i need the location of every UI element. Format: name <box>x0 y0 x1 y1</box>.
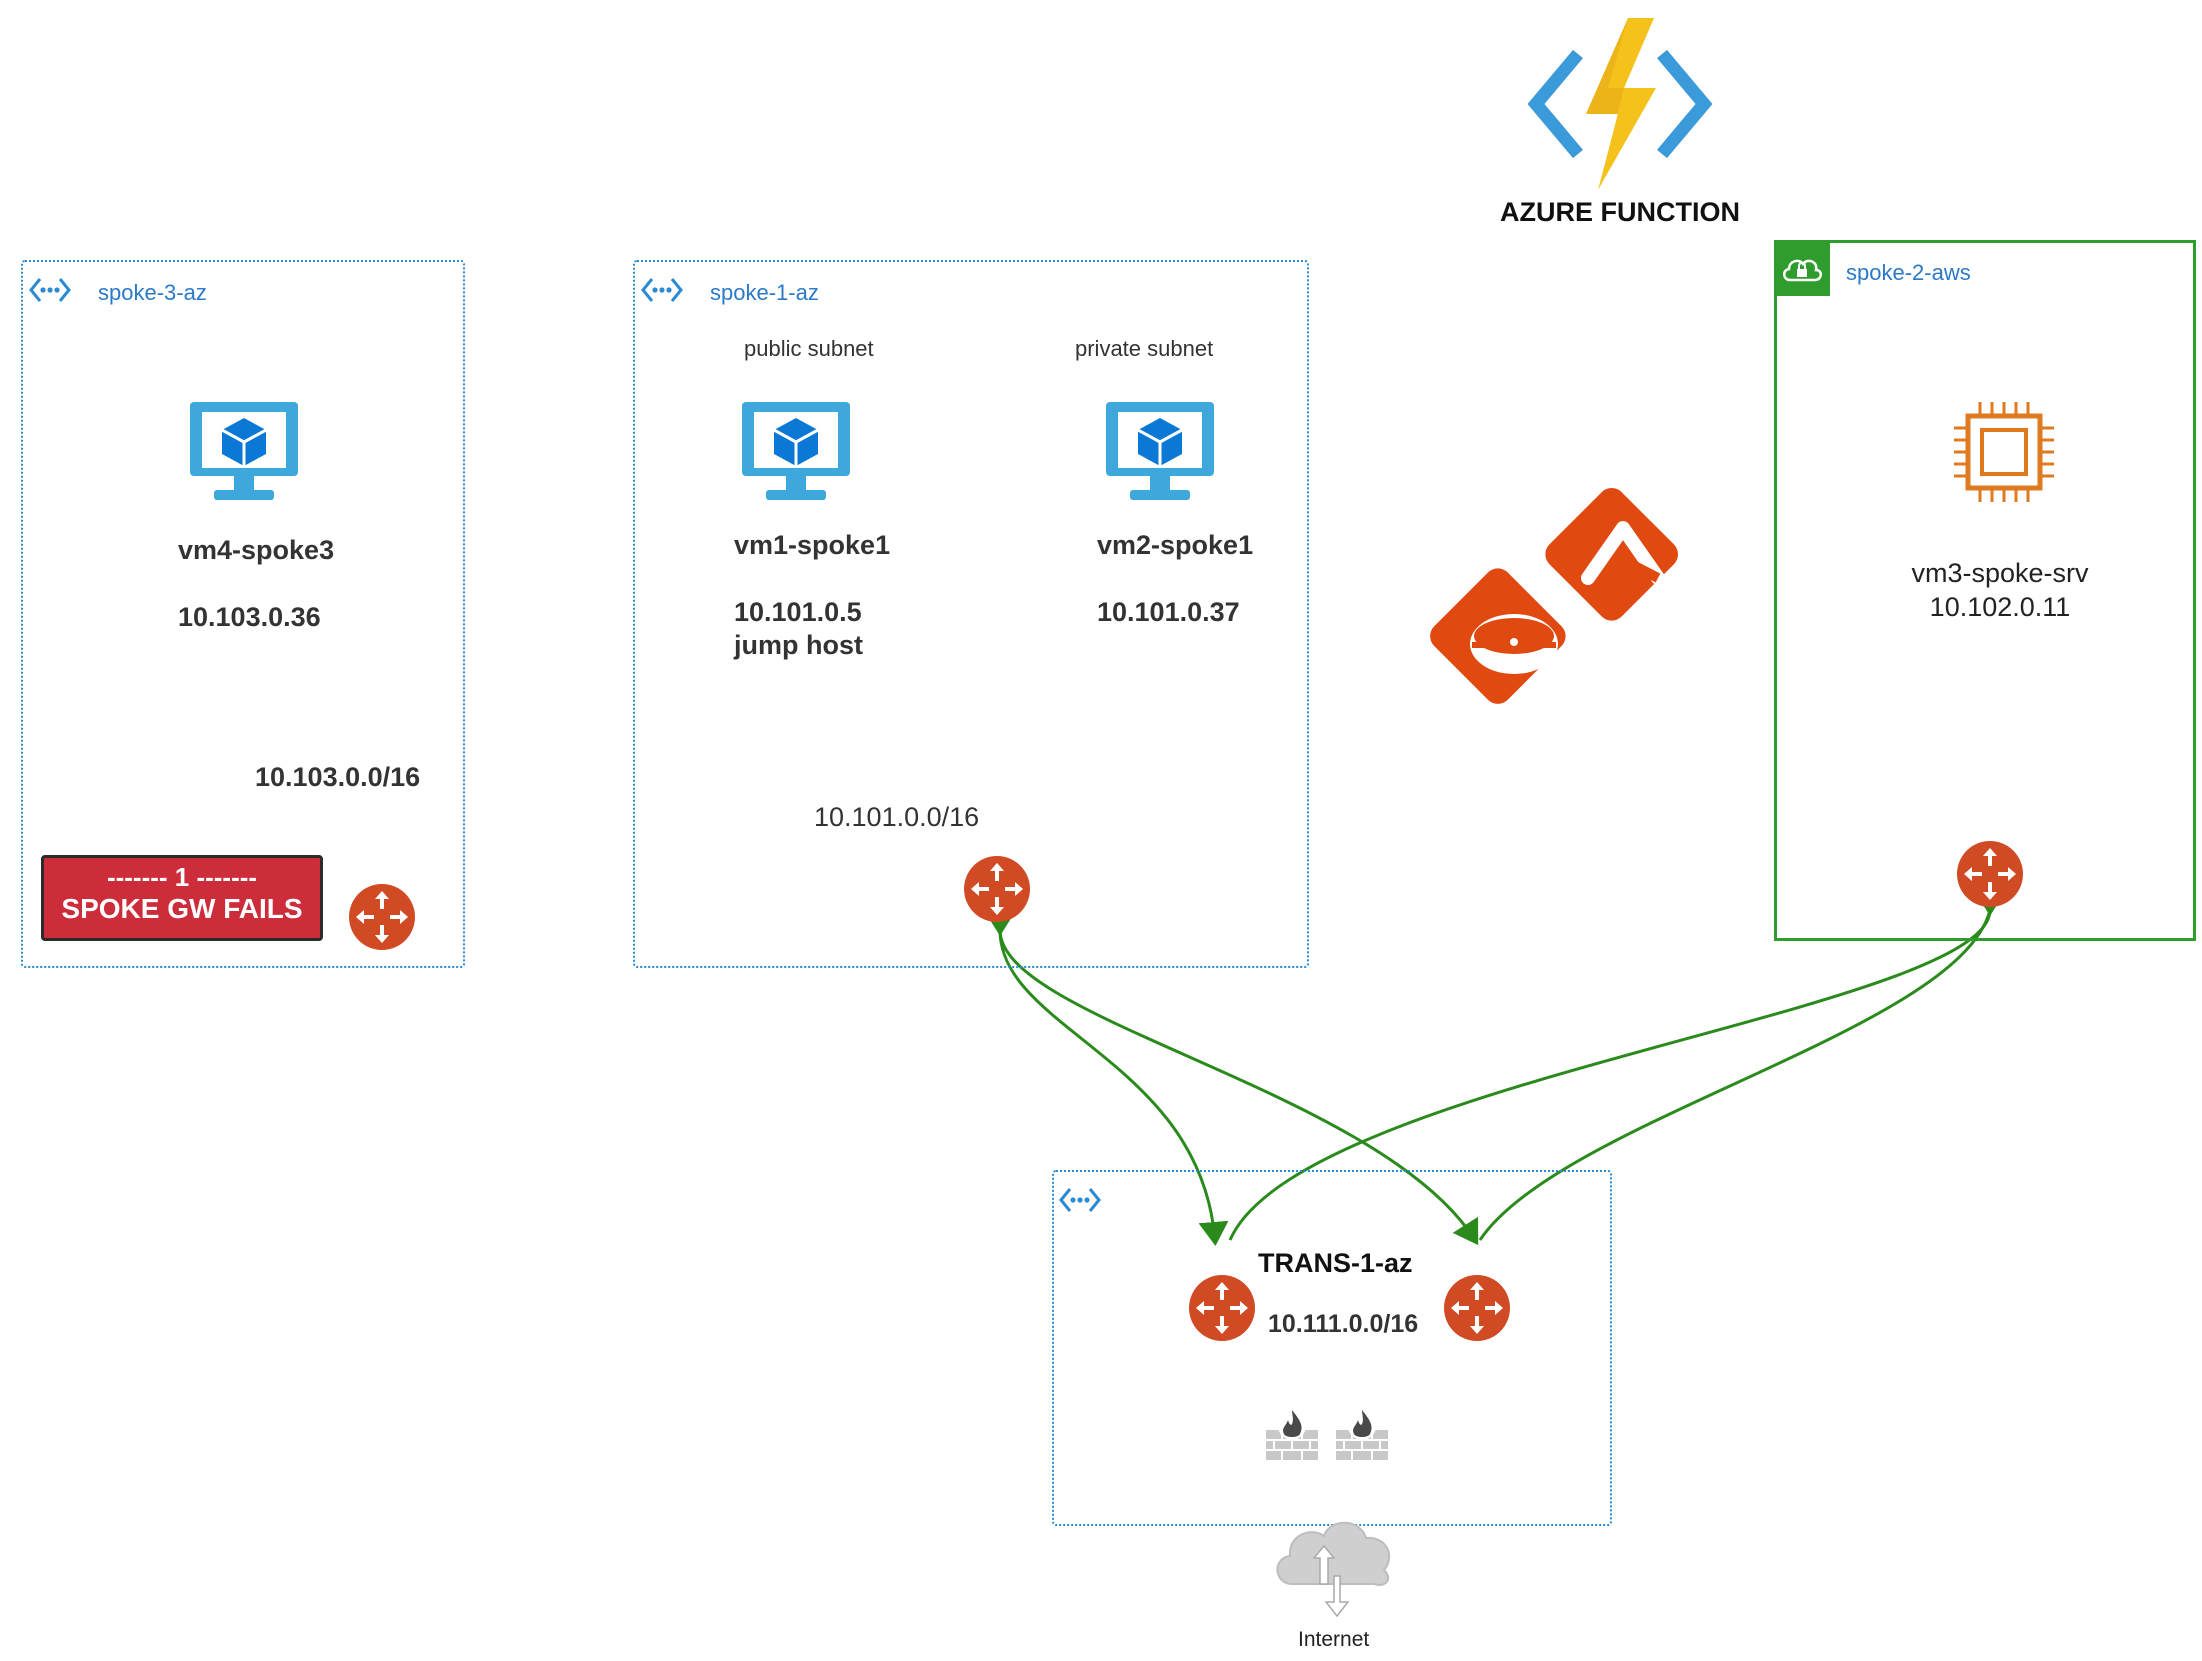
vnet-icon <box>641 278 683 302</box>
link-spoke2-trans-gw1 <box>1228 891 2006 1241</box>
azure-function-label: AZURE FUNCTION <box>1500 197 1740 227</box>
gateway-icon-transit-2[interactable] <box>1443 1274 1511 1342</box>
vpc-spoke-2-aws <box>1774 240 2196 941</box>
vm-name-vm4: vm4-spoke3 <box>178 535 335 565</box>
internet-label: Internet <box>1298 1628 1370 1651</box>
alert-step-number: ------- 1 ------- <box>106 862 258 892</box>
vnet-icon <box>29 278 71 302</box>
gateway-icon-spoke-1[interactable] <box>963 855 1031 923</box>
firewall-icon <box>1336 1410 1388 1460</box>
alert-message: SPOKE GW FAILS <box>61 893 303 924</box>
transit-name: TRANS-1-az <box>1258 1248 1413 1278</box>
vnet-spoke-3-az <box>21 260 465 968</box>
cidr-transit: 10.111.0.0/16 <box>1268 1310 1419 1338</box>
public-subnet-label: public subnet <box>744 336 874 361</box>
internet-cloud-icon <box>1276 1521 1391 1618</box>
vpc-label-spoke-2: spoke-2-aws <box>1846 260 1971 285</box>
link-spoke2-trans-gw2 <box>1478 909 1992 1241</box>
vm-ip-vm2: 10.101.0.37 <box>1097 597 1240 627</box>
vnet-label-spoke-1: spoke-1-az <box>710 280 819 305</box>
vnet-trans-1-az <box>1052 1170 1612 1526</box>
vnet-label-spoke-3: spoke-3-az <box>98 280 207 305</box>
vm-ip-vm4: 10.103.0.36 <box>178 602 321 632</box>
gateway-icon-transit-1[interactable] <box>1188 1274 1256 1342</box>
copilot-icon <box>1430 568 1566 704</box>
cloud-lock-icon <box>1783 259 1822 282</box>
vm-ip-vm1: 10.101.0.5 <box>734 597 862 627</box>
vm-name-vm2: vm2-spoke1 <box>1097 530 1254 560</box>
virtual-machine-icon <box>190 402 298 500</box>
ec2-instance-icon <box>1954 402 2054 502</box>
virtual-machine-icon <box>1106 402 1214 500</box>
gateway-icon-spoke-2[interactable] <box>1956 840 2024 908</box>
firewall-icon <box>1266 1410 1318 1460</box>
vm-ip-vm3: 10.102.0.11 <box>1929 592 2071 622</box>
private-subnet-label: private subnet <box>1075 336 1214 361</box>
gateway-icon-spoke-3[interactable] <box>348 883 416 951</box>
vpc-badge <box>1774 240 1830 296</box>
vnet-icon <box>1059 1188 1101 1212</box>
vnet-spoke-1-az <box>633 260 1309 968</box>
vm-role-vm1: jump host <box>734 630 863 660</box>
cidr-spoke-1: 10.101.0.0/16 <box>814 802 980 832</box>
vm-name-vm3: vm3-spoke-srv <box>1911 558 2089 588</box>
virtual-machine-icon <box>742 402 850 500</box>
cidr-spoke-3: 10.103.0.0/16 <box>255 762 421 792</box>
vm-name-vm1: vm1-spoke1 <box>734 530 891 560</box>
azure-function-icon <box>1527 18 1713 190</box>
spoke-gw-fail-alert: ------- 1 ------- SPOKE GW FAILS <box>41 855 323 941</box>
controller-icon <box>1545 487 1679 621</box>
